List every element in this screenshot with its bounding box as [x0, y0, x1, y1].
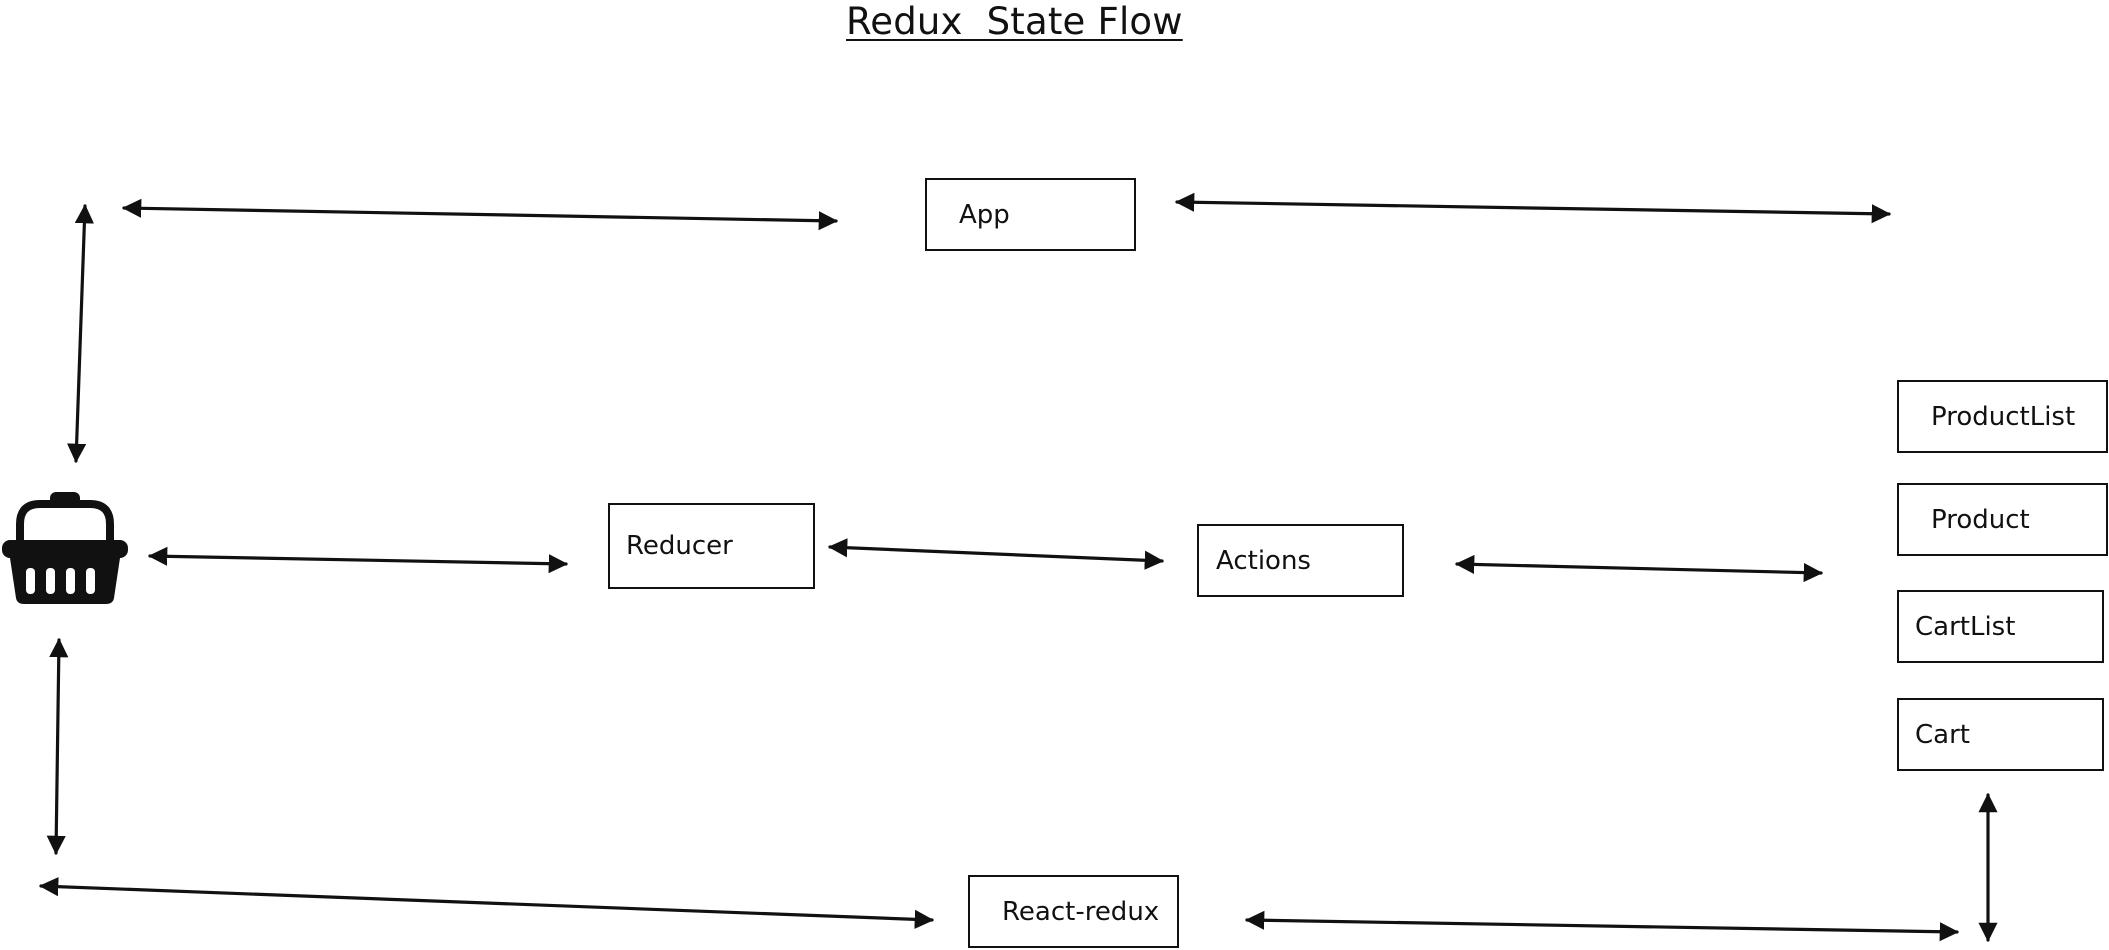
arrow-bottom-left-to-react-redux — [39, 877, 934, 929]
react-redux-label: React-redux — [1002, 896, 1160, 927]
arrow-store-vertical-top — [67, 204, 94, 463]
arrow-app-right-to-components — [1175, 192, 1891, 224]
cart-node: Cart — [1897, 698, 2104, 771]
arrow-store-top-to-app-left — [122, 198, 838, 231]
shopping-basket-icon — [2, 492, 128, 604]
arrow-react-redux-to-cart-bottom — [1245, 910, 1959, 942]
product-label: Product — [1931, 504, 2030, 535]
arrow-store-to-reducer — [148, 546, 568, 574]
actions-label: Actions — [1216, 545, 1311, 576]
diagram-title: Redux State Flow — [846, 0, 1183, 43]
app-label: App — [959, 199, 1010, 230]
cart-label: Cart — [1915, 719, 1970, 750]
product-node: Product — [1897, 483, 2108, 556]
cartlist-node: CartList — [1897, 590, 2104, 663]
react-redux-node: React-redux — [968, 875, 1179, 948]
actions-node: Actions — [1197, 524, 1404, 597]
arrow-actions-to-components — [1455, 554, 1823, 583]
reducer-label: Reducer — [626, 531, 733, 561]
productlist-label: ProductList — [1931, 401, 2076, 432]
reducer-node: Reducer — [608, 503, 815, 589]
cartlist-label: CartList — [1915, 611, 2016, 642]
productlist-node: ProductList — [1897, 380, 2108, 453]
app-node: App — [925, 178, 1136, 251]
arrow-reducer-to-actions — [828, 538, 1164, 570]
arrow-store-vertical-bottom — [46, 638, 69, 855]
